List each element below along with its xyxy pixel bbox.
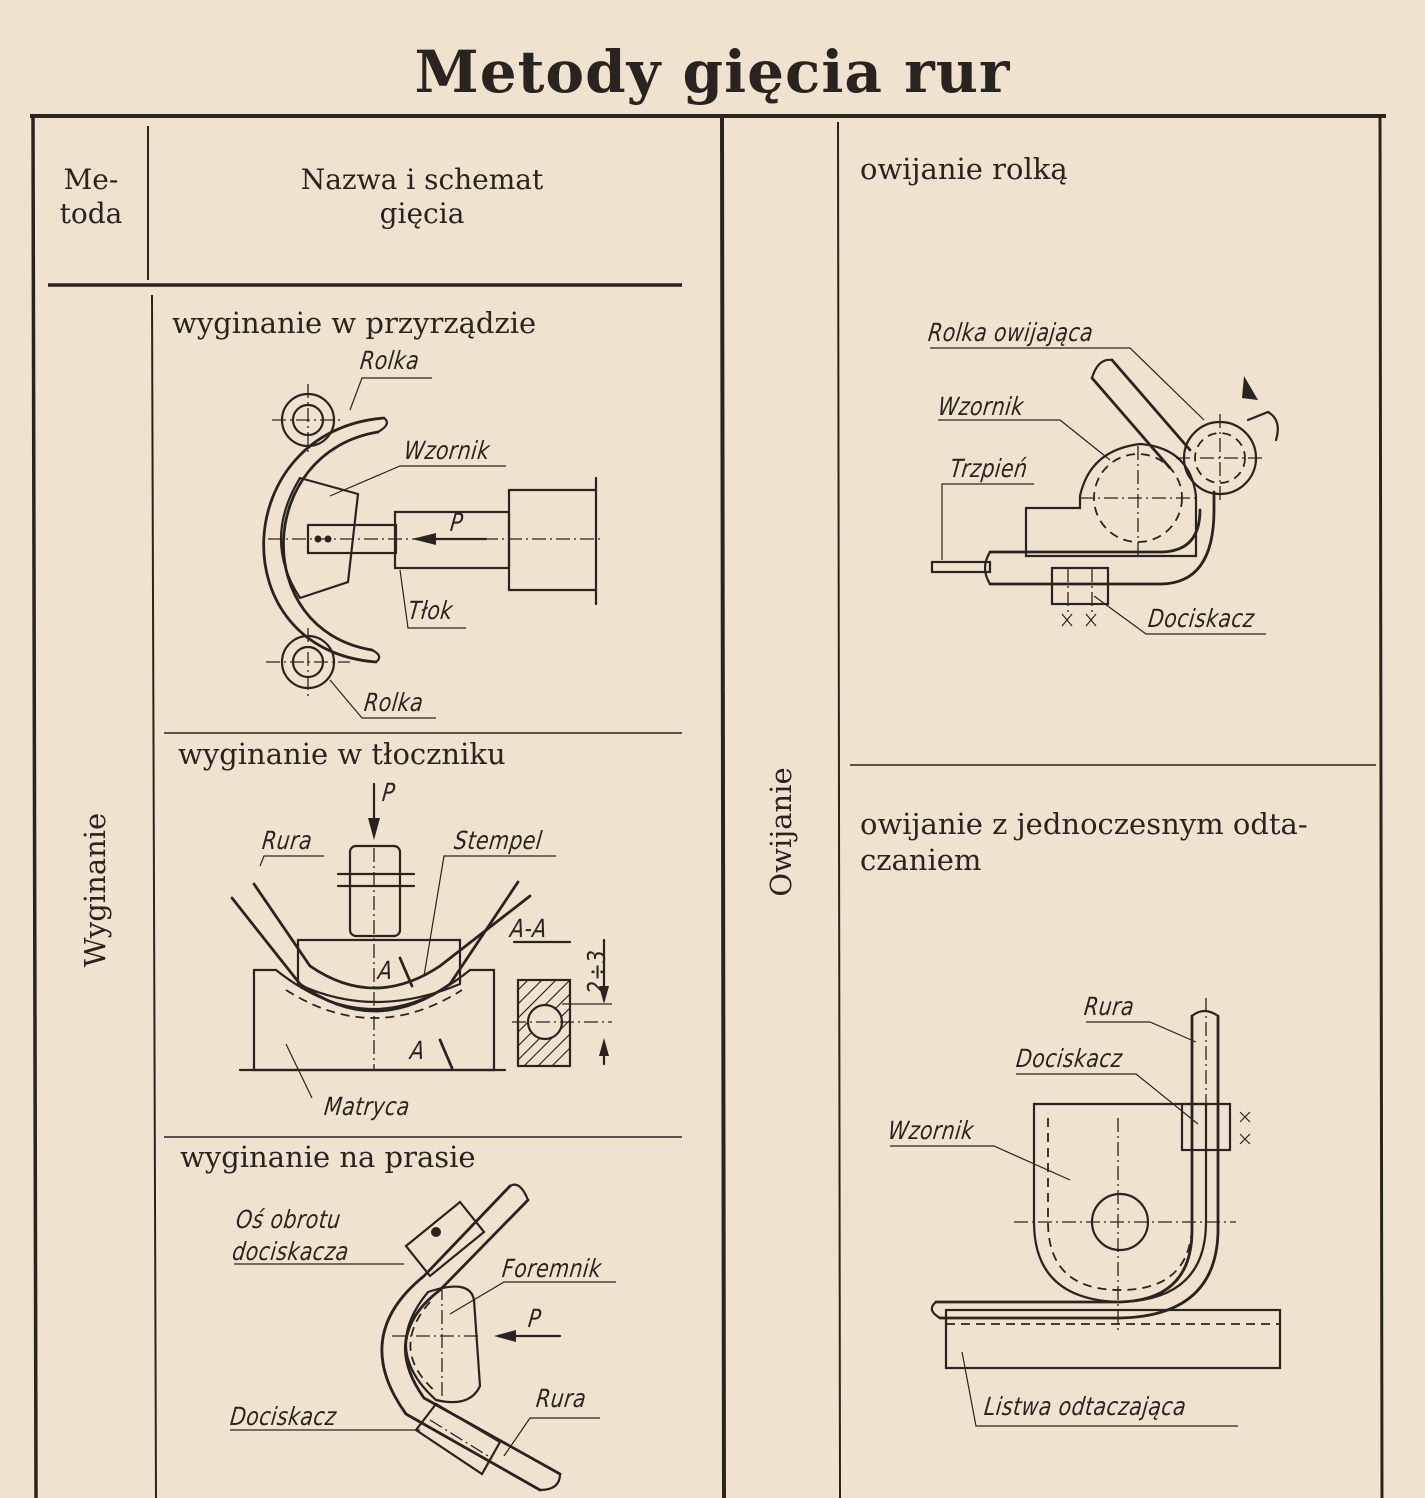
wrap-rolling-pipe-outer — [938, 1014, 1220, 1320]
wrap-rolling-pipe-inner — [934, 1014, 1194, 1304]
press-clamp-upper — [404, 1200, 486, 1278]
wrap-rolling-label-strip: Listwa odtaczająca — [982, 1392, 1188, 1421]
page-title: Metody gięcia rur — [414, 38, 1011, 106]
fixture-pipe-end-bottom — [370, 648, 381, 664]
section-title-wrap-rolling: owijanie z jednoczesnym odta- czaniem — [860, 806, 1308, 878]
roller-wrap-mandrel — [930, 560, 992, 574]
section-title-wrap-rolling-line2: czaniem — [860, 843, 982, 877]
die-matrix — [252, 968, 496, 1072]
header-method: Me- toda — [50, 163, 132, 231]
roller-wrap-template — [1024, 442, 1198, 558]
right-inner-rule — [837, 121, 841, 1498]
fixture-template — [279, 476, 360, 600]
wrap-rolling-label-template: Wzornik — [886, 1116, 976, 1145]
wrap-rolling-label-clamp: Dociskacz — [1014, 1044, 1125, 1073]
die-punch-stem — [348, 844, 402, 938]
roller-wrap-pipe-feed-2 — [1110, 358, 1192, 452]
press-clamp-lower — [414, 1402, 502, 1476]
header-name: Nazwa i schemat gięcia — [262, 163, 582, 231]
die-punch-body — [296, 938, 462, 1004]
header-method-line2: toda — [59, 197, 123, 230]
fixture-cylinder — [507, 488, 598, 592]
roller-wrap-pipe-outer — [988, 490, 1216, 586]
fixture-pipe-end-top — [376, 416, 388, 434]
section-title-roller-wrap: owijanie rolką — [860, 152, 1068, 186]
wrap-rolling-clamp — [1180, 1102, 1232, 1152]
wrap-rolling-label-pipe: Rura — [1082, 992, 1136, 1021]
section-title-fixture: wyginanie w przyrządzie — [172, 306, 537, 340]
fixture-pipe-outer — [262, 416, 386, 664]
header-name-line1: Nazwa i schemat — [300, 163, 544, 196]
table-left-rule — [31, 115, 38, 1498]
table-right-rule — [1378, 117, 1384, 1498]
press-pipe-outer — [380, 1184, 542, 1492]
left-inner-rule — [151, 294, 157, 1498]
roller-wrap-pipe-inner — [988, 508, 1202, 554]
fixture-pipe-inner — [282, 430, 380, 652]
roller-wrap-clamp — [1050, 566, 1110, 606]
section-title-press: wyginanie na prasie — [180, 1140, 476, 1174]
header-method-line1: Me- — [63, 163, 119, 196]
press-former — [404, 1285, 482, 1404]
table-middle-rule — [720, 117, 726, 1498]
wrap-rolling-strip — [944, 1308, 1282, 1370]
die-section-view — [516, 978, 572, 1068]
wrap-rolling-template — [1032, 1102, 1208, 1304]
roller-wrap-pipe-feed-1 — [1090, 376, 1172, 470]
header-name-line2: gięcia — [379, 197, 465, 230]
section-title-wrap-rolling-line1: owijanie z jednoczesnym odta- — [860, 807, 1308, 841]
section-title-die: wyginanie w tłoczniku — [178, 737, 506, 771]
